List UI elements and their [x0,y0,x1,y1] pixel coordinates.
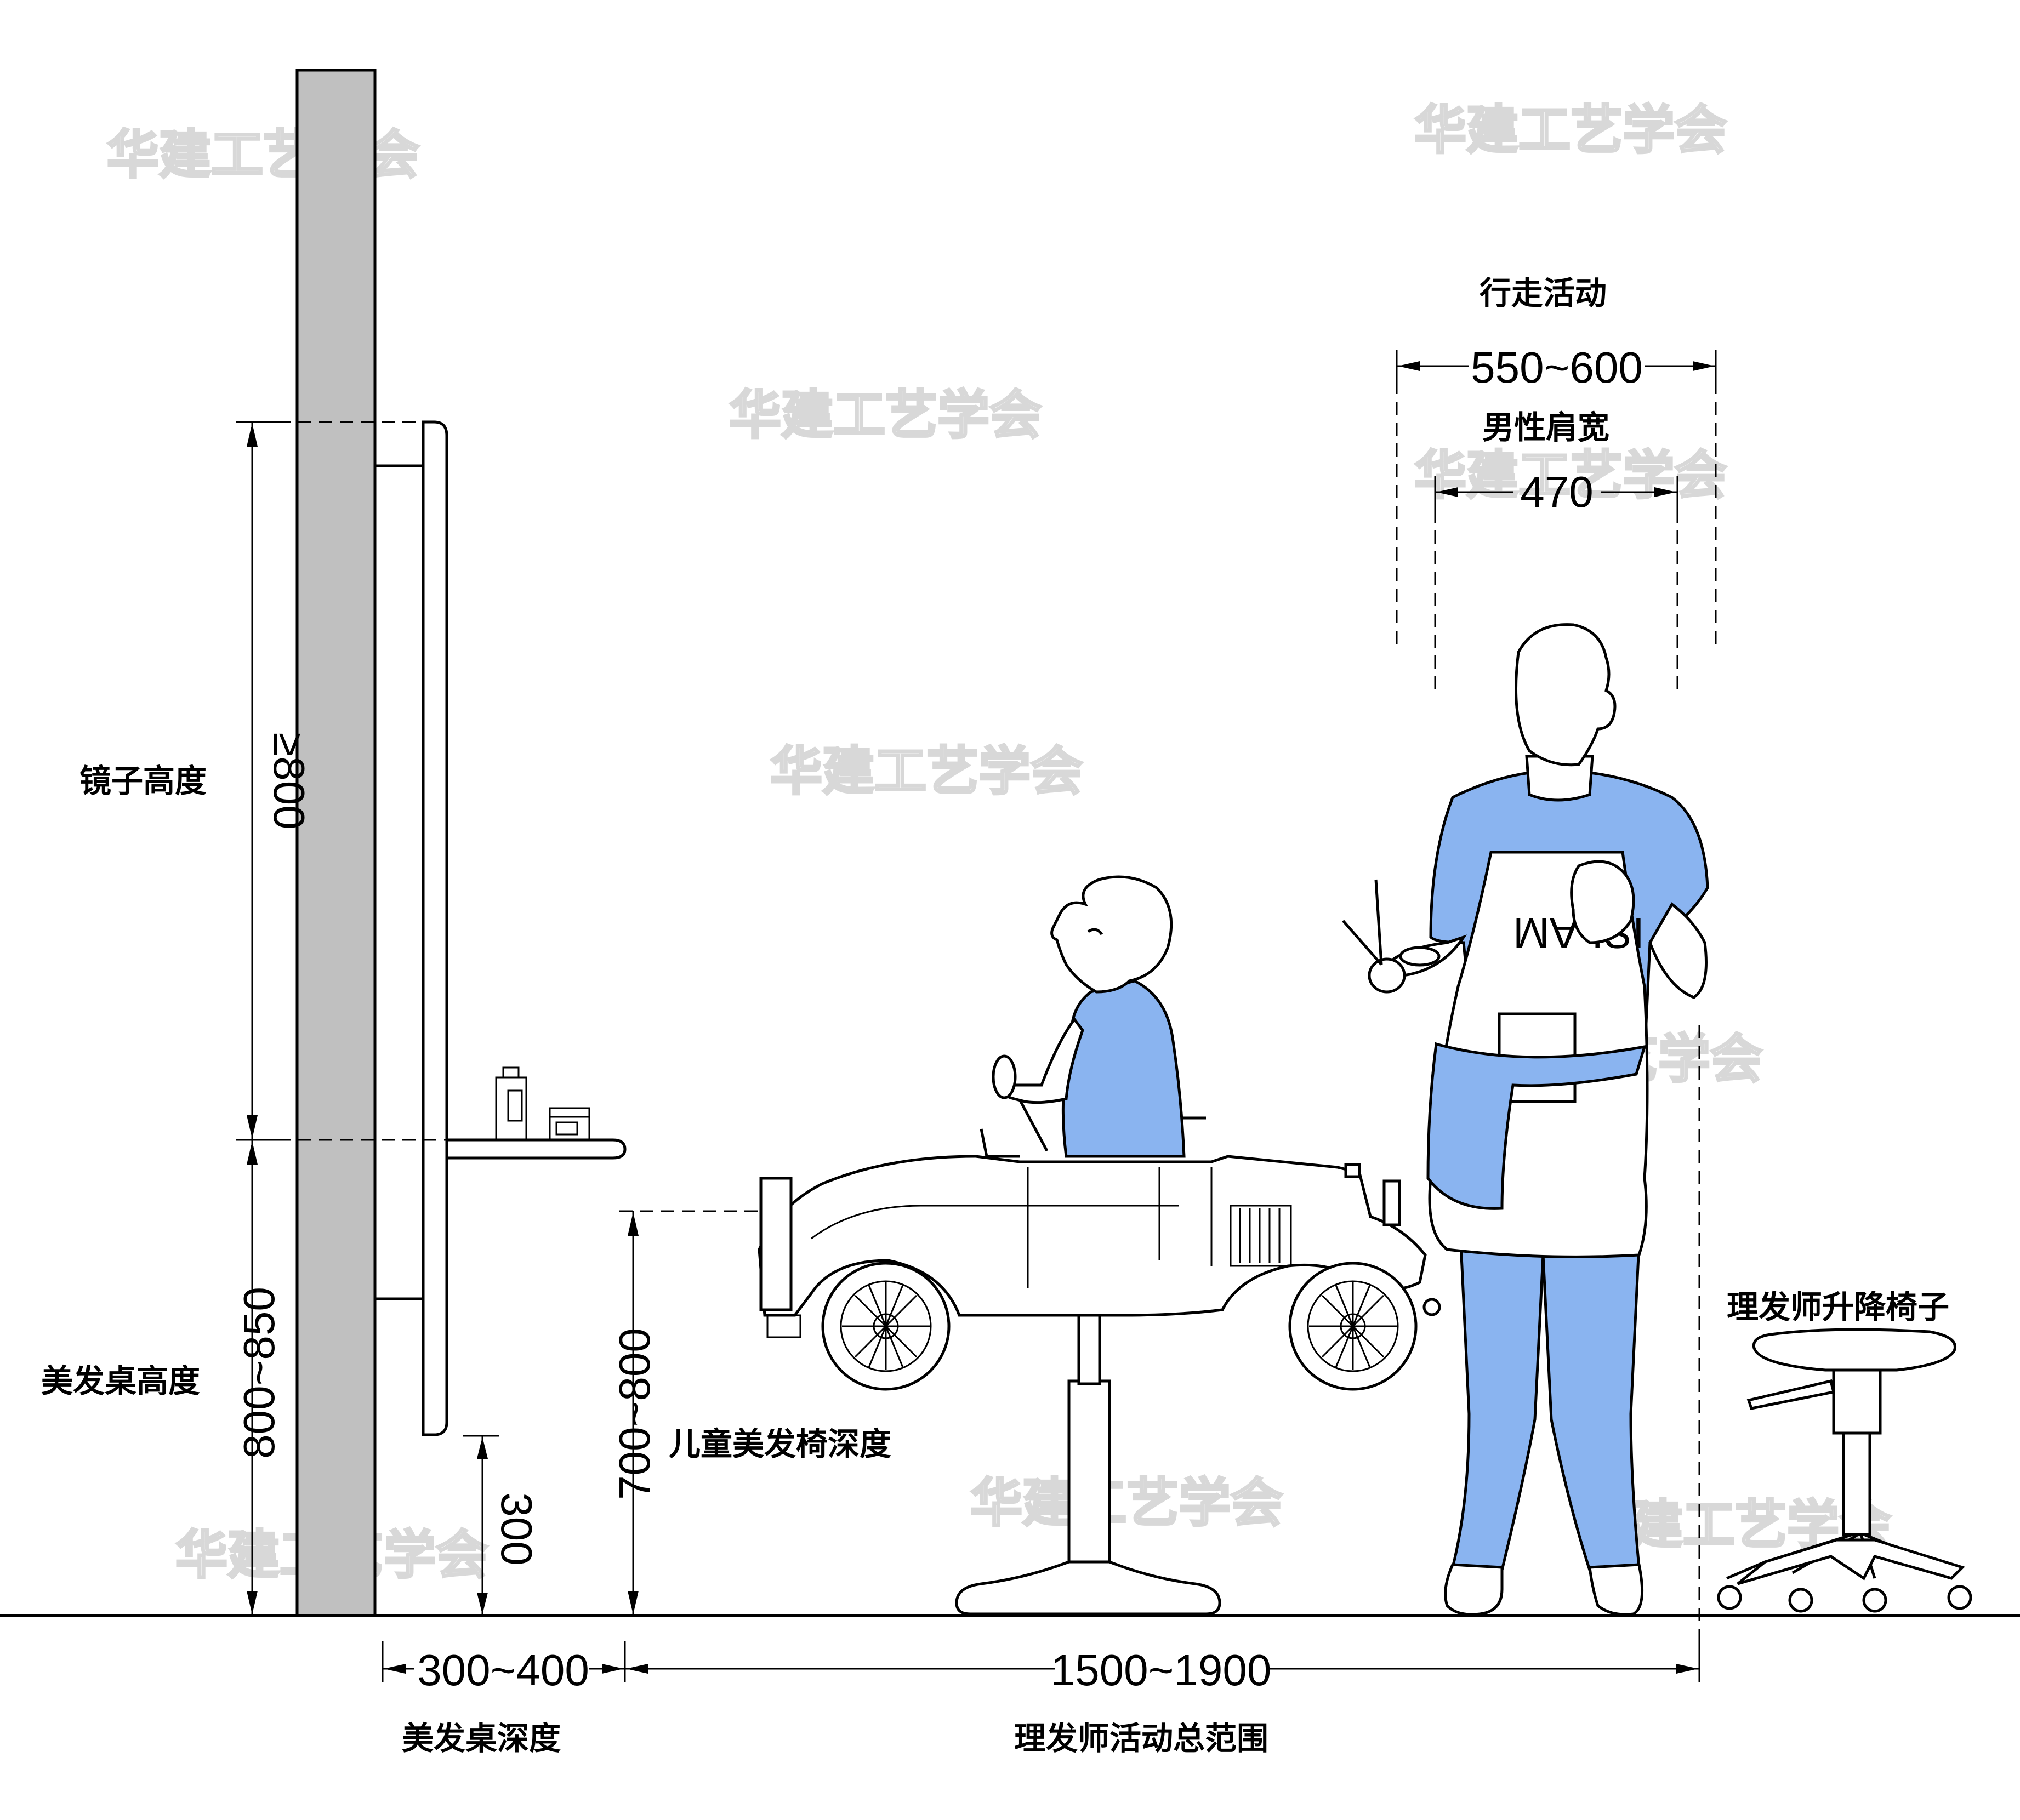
dim-gap-value: 300 [492,1492,541,1565]
dim-top: 550~600 470 [1396,343,1717,696]
label-shoulder: 男性肩宽 [1482,409,1609,446]
dim-mirror-height: ≥800 800~850 [235,421,447,1616]
barber-hand-right [1570,860,1635,944]
chair-base [955,1560,1221,1616]
wall-column [295,69,377,1617]
label-barber-stool: 理发师升降椅子 [1727,1288,1949,1326]
barber-shoe-right [1588,1563,1644,1616]
watermark: 华建工艺学会 [770,741,1083,802]
dim-chair-height: 700~800 [610,1210,1129,1616]
chair-post [1067,1379,1111,1566]
watermark: 华建工艺学会 [970,1473,1283,1533]
dim-shoulder-value: 470 [1520,467,1593,516]
dim-chair-value: 700~800 [610,1328,659,1500]
stool-lever [1746,1379,1836,1410]
label-desk-depth: 美发桌深度 [402,1720,561,1757]
label-barber-range: 理发师活动总范围 [1014,1720,1268,1757]
barber-figure: ISLAM [1342,623,1709,1616]
child-head [1050,875,1173,994]
stool-seat [1752,1328,1956,1372]
barber-hand-left [1368,957,1406,994]
barber-shoe-left [1444,1563,1504,1616]
barber-stool [1717,1328,1972,1613]
apron-pocket [1426,1042,1647,1210]
stool-post [1842,1431,1871,1536]
label-walking: 行走活动 [1480,275,1607,312]
barber-leg-right [1541,1242,1641,1572]
child-shirt [1061,979,1186,1158]
dim-mirror-value: ≥800 [265,732,314,829]
wheel-front [1288,1262,1418,1391]
label-child-chair-depth: 儿童美发椅深度 [669,1425,891,1463]
barber-arm-right [1648,902,1708,999]
dim-walking-value: 550~600 [1471,343,1643,392]
dim-gap: 300 [463,1435,541,1616]
jar-icon [549,1107,590,1141]
child-figure [992,875,1186,1158]
watermark: 华建工艺学会 [1414,446,1727,506]
barber-leg-left [1450,1242,1545,1572]
label-desk-height: 美发桌高度 [41,1362,200,1400]
barber-head [1515,623,1617,767]
watermark: 华建工艺学会 [729,385,1042,446]
dim-range-value: 1500~1900 [1051,1646,1272,1695]
barber-neck [1525,755,1594,802]
bottle-icon [495,1066,527,1141]
scissors-icon [1342,879,1441,967]
chair-post-upper [1077,1305,1101,1385]
dim-bottom: 300~400 1500~1900 [382,1641,1700,1695]
label-mirror-height: 镜子高度 [79,762,207,800]
desk-shelf [447,1138,627,1160]
dim-desk-value: 800~850 [235,1287,283,1459]
child-hand [992,1054,1017,1099]
dim-desk-depth-value: 300~400 [417,1646,589,1695]
wheel-rear [821,1262,951,1391]
labels: 行走活动 男性肩宽 镜子高度 美发桌高度 儿童美发椅深度 理发师升降椅子 美发桌… [41,275,1949,1757]
mirror-and-desk [375,420,627,1436]
watermark: 华建工艺学会 [1414,100,1727,161]
child-car-chair [758,1068,1441,1616]
stool-cylinder [1832,1368,1882,1435]
mirror [422,420,448,1436]
